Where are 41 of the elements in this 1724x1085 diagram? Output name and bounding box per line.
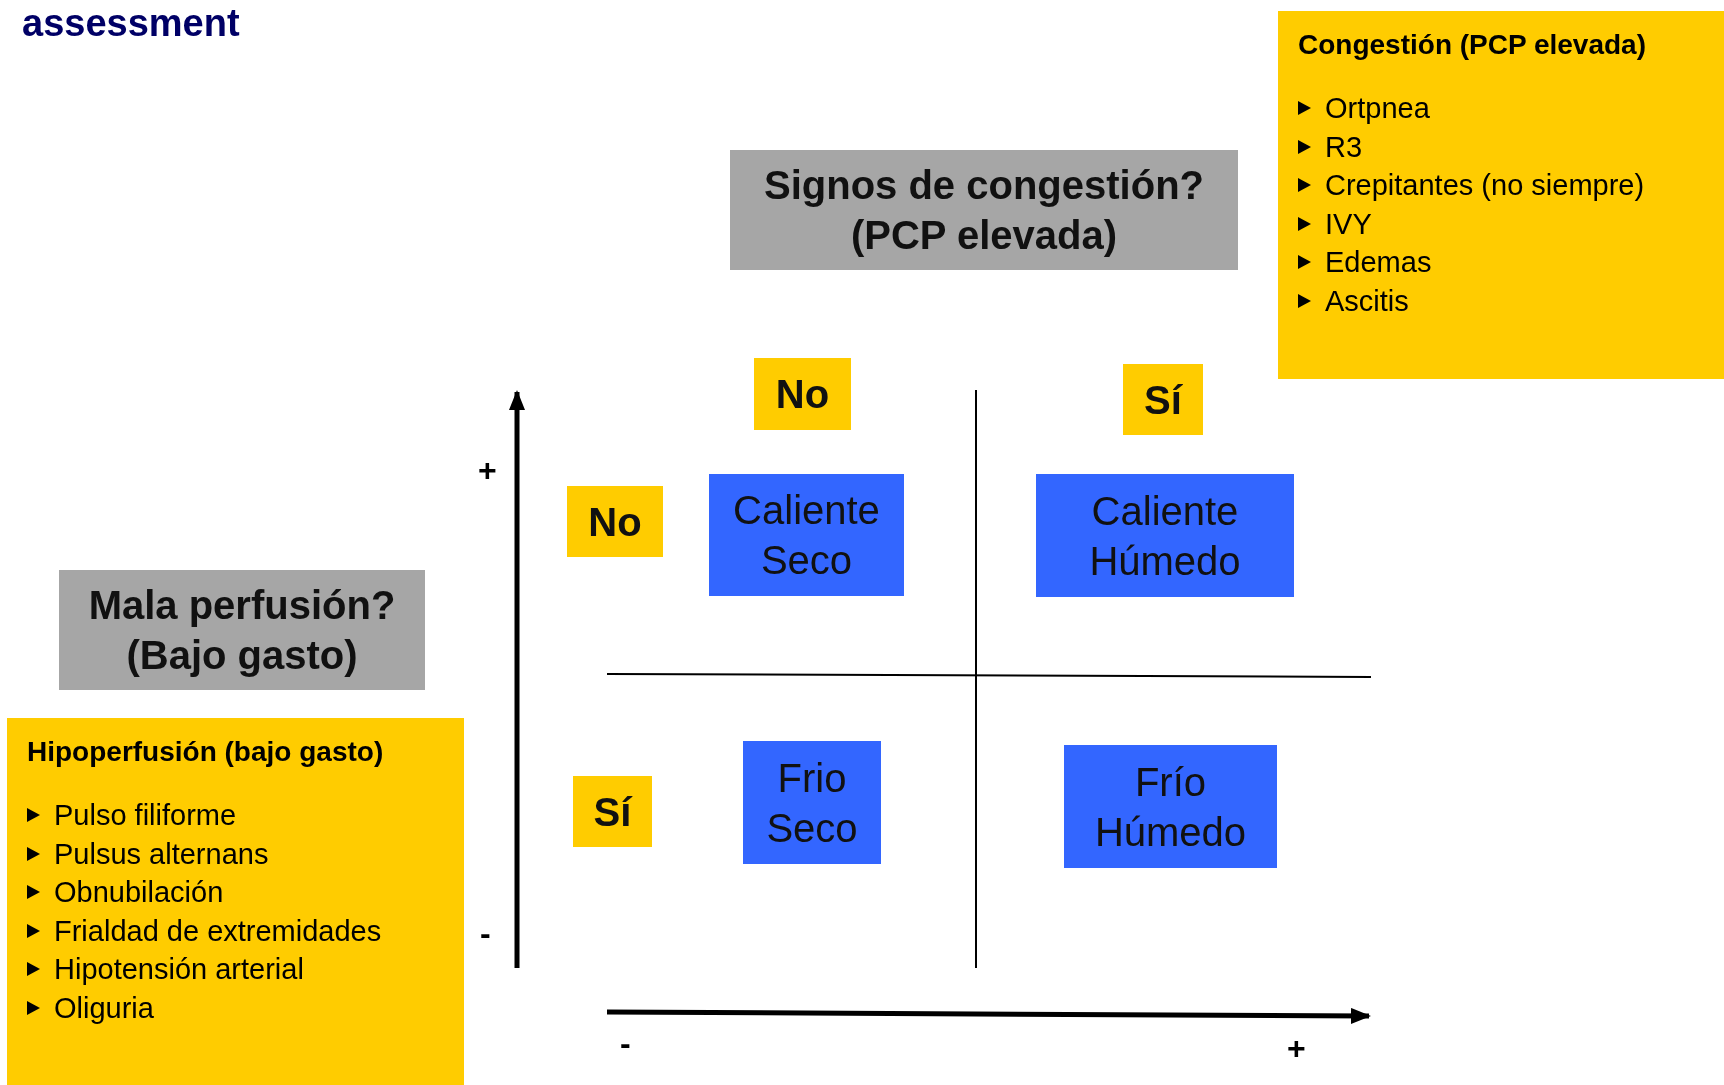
criteria-panel [1278, 11, 1724, 379]
profile-label: Frío Húmedo [1093, 758, 1248, 856]
answer-box [567, 486, 663, 557]
axis-sign: - [480, 915, 491, 952]
question-box [730, 150, 1238, 270]
profile-label: Frio Seco [765, 754, 859, 852]
answer-label: No [775, 371, 830, 418]
list-item: Edemas [1325, 245, 1432, 280]
title: assessment [22, 2, 240, 45]
answer-label: Sí [1144, 376, 1182, 424]
list-item: Ascitis [1325, 283, 1409, 319]
answer-label: No [588, 498, 642, 546]
question-text: Signos de congestión? (PCP elevada) [763, 162, 1205, 259]
answer-box [573, 776, 652, 847]
list-item: Hipotensión arterial [54, 952, 304, 987]
panel-heading: Congestión (PCP elevada) [1298, 29, 1646, 61]
panel-heading: Hipoperfusión (bajo gasto) [27, 736, 384, 768]
profile-label: Caliente Húmedo [1088, 487, 1242, 585]
list-item: Pulso filiforme [54, 798, 237, 833]
list-item: Pulsus alternans [54, 836, 269, 872]
criteria-panel [7, 718, 464, 1085]
answer-box [754, 358, 851, 430]
list-item: Frialdad de extremidades [54, 913, 382, 949]
list-item: IVY [1325, 206, 1372, 242]
axis-sign: - [620, 1025, 631, 1062]
answer-box [1123, 364, 1203, 435]
list-item: R3 [1325, 129, 1363, 165]
profile-box [1036, 474, 1294, 597]
list-item: Ortpnea [1325, 91, 1430, 126]
list-item: Obnubilación [54, 875, 224, 910]
question-box [59, 570, 425, 690]
profile-box [1064, 745, 1277, 868]
axis-sign: + [478, 452, 497, 489]
question-text: Mala perfusión? (Bajo gasto) [87, 582, 397, 679]
profile-box [709, 474, 904, 596]
list-item: Oliguria [54, 990, 154, 1026]
answer-label: Sí [593, 788, 632, 836]
list-item: Crepitantes (no siempre) [1325, 168, 1645, 203]
profile-box [743, 741, 881, 864]
axis-sign: + [1287, 1030, 1306, 1067]
profile-label: Caliente Seco [732, 487, 881, 584]
